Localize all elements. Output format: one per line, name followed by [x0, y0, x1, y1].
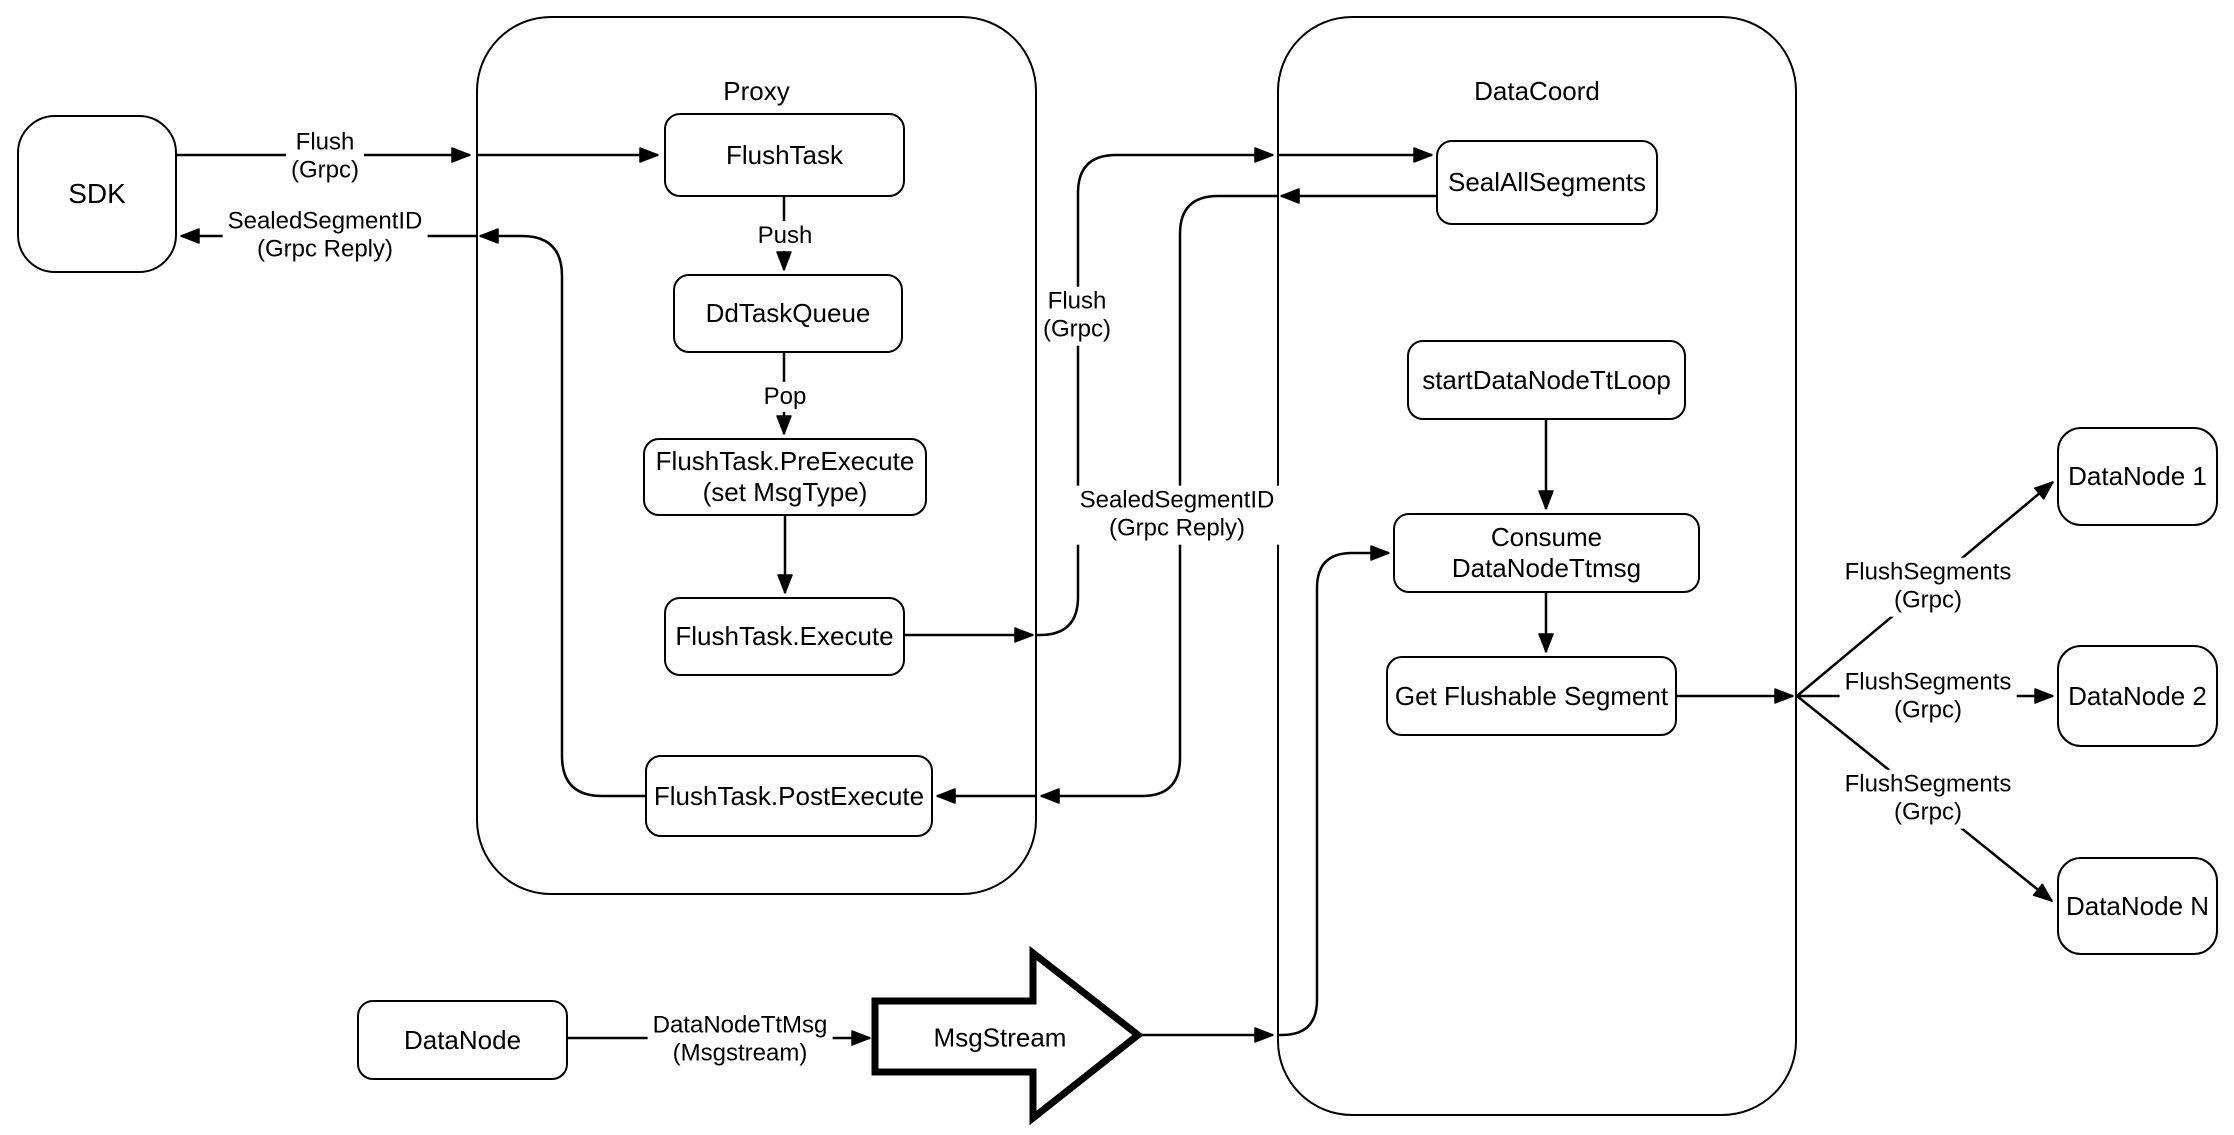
- node-getflushable-label: Get Flushable Segment: [1394, 680, 1669, 711]
- edge-label-line: (Grpc Reply): [1108, 515, 1246, 542]
- node-get-flushable-segment: Get Flushable Segment: [1386, 656, 1677, 736]
- node-datanoden-label: DataNode N: [2065, 890, 2210, 921]
- edge-label-line: (Grpc): [291, 157, 359, 184]
- edge-label-flushsegments-2: FlushSegments (Grpc): [1839, 667, 2017, 727]
- node-sealallsegments-label: SealAllSegments: [1448, 167, 1646, 198]
- edge-label-flush-grpc-sdk: Flush (Grpc): [286, 127, 364, 187]
- edge-label-line: FlushSegments: [1844, 770, 2012, 798]
- node-datanode-2: DataNode 2: [2057, 645, 2218, 747]
- node-sdk: SDK: [17, 115, 177, 273]
- node-ddtaskqueue: DdTaskQueue: [673, 274, 903, 353]
- node-datanode: DataNode: [357, 1000, 568, 1080]
- edge-label-flushsegments-n: FlushSegments (Grpc): [1839, 769, 2017, 829]
- node-flushtask-label: FlushTask: [725, 139, 844, 170]
- edge-label-line: (Msgstream): [672, 1040, 808, 1067]
- edge-label-line: DataNodeTtMsg: [652, 1011, 828, 1039]
- edge-label-sealedsegmentid-sdk: SealedSegmentID (Grpc Reply): [222, 206, 428, 266]
- node-consume-label: Consume DataNodeTtmsg: [1451, 522, 1642, 583]
- node-preexecute-sublabel: (set MsgType): [702, 477, 868, 507]
- edge-label-line: Flush: [295, 128, 355, 156]
- edge-label-flushsegments-1: FlushSegments (Grpc): [1839, 557, 2017, 617]
- edge-label-line: SealedSegmentID: [227, 207, 423, 235]
- edge-datacoord-to-consume: [1277, 545, 1390, 1037]
- edge-label-line: (Grpc Reply): [256, 236, 394, 263]
- edge-label-line: Pop: [763, 382, 807, 410]
- edge-flush-to-datacoord-edge: [1037, 147, 1274, 637]
- node-preexecute-label: FlushTask.PreExecute: [655, 446, 915, 477]
- edge-label-datanodettmsg: DataNodeTtMsg (Msgstream): [647, 1010, 833, 1070]
- node-startdatanodettloop: startDataNodeTtLoop: [1407, 340, 1686, 420]
- edge-label-sealedsegmentid-mid: SealedSegmentID (Grpc Reply): [1074, 485, 1280, 545]
- node-msgstream-label: MsgStream: [933, 1022, 1067, 1053]
- edge-label-pop: Pop: [758, 381, 812, 413]
- edge-label-line: Push: [757, 221, 813, 249]
- node-flushtask: FlushTask: [664, 113, 905, 197]
- node-execute-label: FlushTask.Execute: [675, 621, 894, 652]
- node-datanode2-label: DataNode 2: [2068, 680, 2207, 711]
- msgstream-arrow-shape: [871, 945, 1144, 1126]
- node-flushtask-execute: FlushTask.Execute: [664, 597, 905, 676]
- edge-label-flush-grpc-mid: Flush (Grpc): [1038, 286, 1116, 346]
- node-postexecute-label: FlushTask.PostExecute: [653, 780, 925, 811]
- node-datanode-1: DataNode 1: [2057, 427, 2218, 526]
- node-datanode1-label: DataNode 1: [2068, 461, 2207, 492]
- node-sealallsegments: SealAllSegments: [1436, 140, 1658, 225]
- datacoord-title: DataCoord: [1474, 76, 1600, 106]
- edge-label-line: (Grpc): [1894, 799, 1962, 826]
- node-consume-datanodettmsg: Consume DataNodeTtmsg: [1393, 513, 1700, 593]
- edge-postexecute-to-proxy-edge: [479, 228, 645, 798]
- node-datanode-n: DataNode N: [2057, 857, 2218, 955]
- edge-label-line: SealedSegmentID: [1079, 486, 1275, 514]
- node-sdk-label: SDK: [68, 178, 126, 210]
- edge-label-line: FlushSegments: [1844, 668, 2012, 696]
- edge-label-line: Flush: [1047, 287, 1107, 315]
- node-startdatanodettloop-label: startDataNodeTtLoop: [1422, 364, 1671, 395]
- edge-label-line: FlushSegments: [1844, 558, 2012, 586]
- edge-label-line: (Grpc): [1894, 587, 1962, 614]
- node-ddtaskqueue-label: DdTaskQueue: [705, 298, 871, 329]
- edge-label-line: (Grpc): [1043, 316, 1111, 343]
- edge-label-line: (Grpc): [1894, 697, 1962, 724]
- edge-label-push: Push: [752, 220, 818, 252]
- node-flushtask-postexecute: FlushTask.PostExecute: [645, 755, 933, 837]
- proxy-title: Proxy: [723, 76, 790, 106]
- node-datanode-label: DataNode: [403, 1024, 522, 1055]
- node-flushtask-preexecute: FlushTask.PreExecute (set MsgType): [643, 438, 927, 516]
